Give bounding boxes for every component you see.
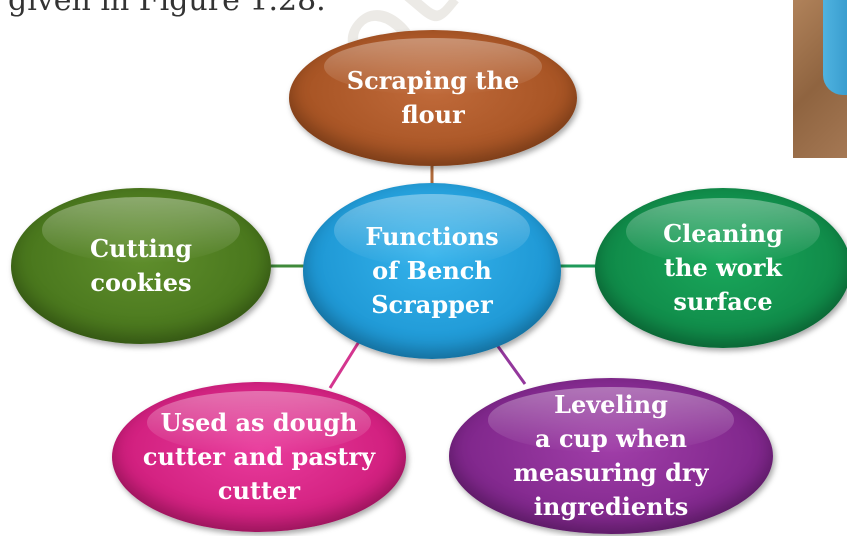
function-cutting-cookies: Cutting cookies	[11, 188, 271, 344]
function-dough-cutter-label: Used as dough cutter and pastry cutter	[142, 408, 376, 505]
central-topic-label: Functions of Bench Scrapper	[365, 222, 499, 319]
function-leveling-cup: Leveling a cup when measuring dry ingred…	[449, 378, 773, 534]
central-topic: Functions of Bench Scrapper	[303, 183, 561, 359]
function-scraping-flour-label: Scraping the flour	[346, 66, 520, 129]
function-leveling-cup-label: Leveling a cup when measuring dry ingred…	[513, 390, 709, 521]
function-cleaning-surface-label: Cleaning the work surface	[663, 219, 783, 316]
function-dough-cutter: Used as dough cutter and pastry cutter	[112, 382, 406, 532]
header-text: given in Figure 1.28.	[8, 0, 326, 18]
connector-bottom-right	[495, 344, 527, 385]
bench-scraper-photo	[793, 0, 847, 158]
function-scraping-flour: Scraping the flour	[289, 30, 577, 166]
connector-bottom-left	[328, 339, 362, 389]
function-cleaning-surface: Cleaning the work surface	[595, 188, 847, 348]
scraper-blade	[823, 0, 847, 95]
function-cutting-cookies-label: Cutting cookies	[89, 234, 193, 297]
